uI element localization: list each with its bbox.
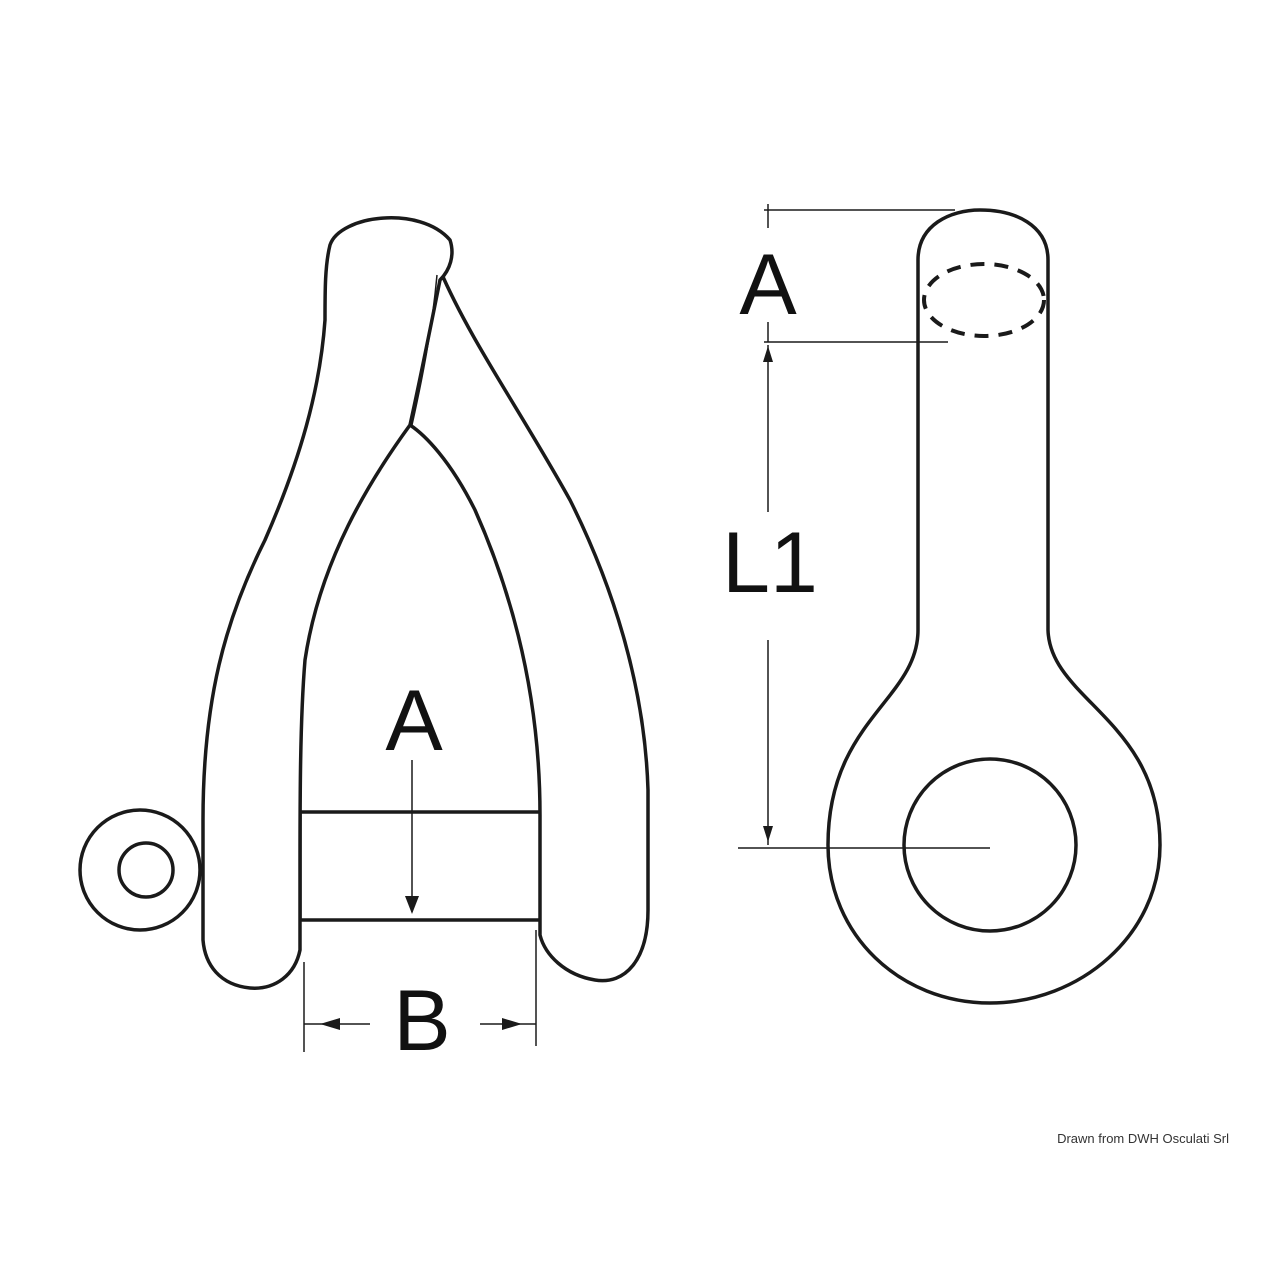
side-profile-outline — [826, 208, 1162, 1005]
dim-b-arrow-left — [320, 1018, 340, 1030]
label-front-a: A — [385, 673, 443, 769]
pin-eye-hole — [117, 841, 175, 899]
shackle-side-view: A L1 — [722, 204, 1162, 1005]
label-front-b: B — [393, 973, 450, 1069]
drawing-credit: Drawn from DWH Osculati Srl — [1057, 1131, 1229, 1146]
dim-b-arrow-right — [502, 1018, 522, 1030]
side-eye-hole — [902, 757, 1078, 933]
bow-twist-line — [411, 274, 438, 426]
shackle-right-leg — [408, 268, 650, 983]
label-side-a: A — [739, 237, 797, 333]
dim-l1-arrow-top — [763, 346, 773, 362]
dim-l1-arrow-bottom — [763, 826, 773, 842]
shackle-front-view: A B — [78, 216, 650, 1069]
shackle-left-leg — [201, 216, 454, 990]
label-side-l1: L1 — [722, 515, 818, 611]
side-pin-dashed — [922, 262, 1046, 338]
shackle-pin — [298, 810, 552, 922]
dim-a-front-arrow — [405, 896, 419, 914]
